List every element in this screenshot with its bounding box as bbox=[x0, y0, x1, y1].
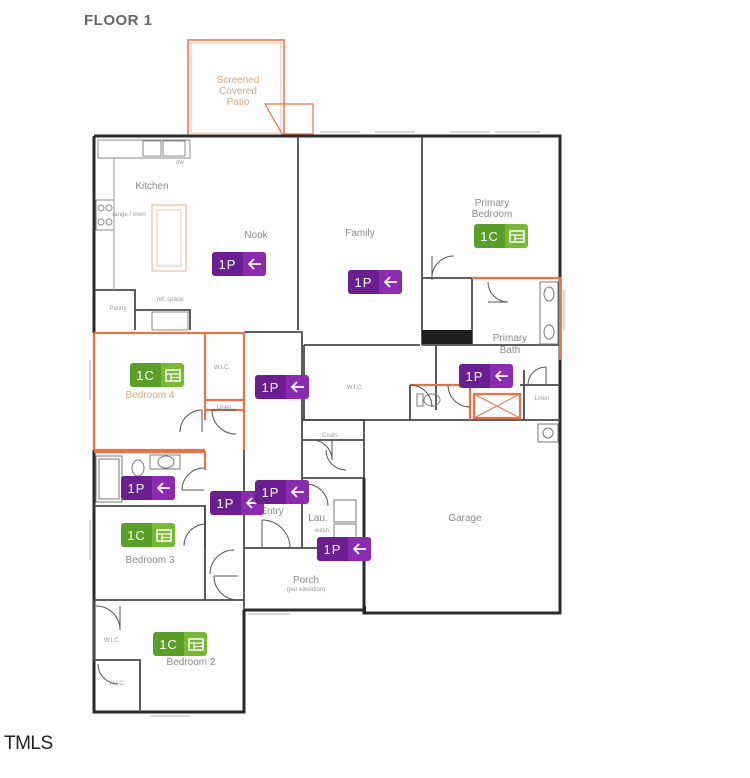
badge-label: 1P bbox=[348, 270, 379, 294]
cable-badge-bedroom-4[interactable]: 1C bbox=[130, 363, 184, 387]
label-wash: wash bbox=[314, 528, 329, 534]
room-labels: Screened Covered Patio Kitchen Nook Fami… bbox=[104, 75, 550, 687]
label-family: Family bbox=[345, 228, 374, 239]
label-laundry: Lau. bbox=[308, 513, 327, 524]
bath-fixtures bbox=[95, 281, 559, 547]
badge-label: 1C bbox=[153, 632, 184, 656]
badge-label: 1P bbox=[459, 364, 490, 388]
label-entry: Entry bbox=[260, 506, 283, 517]
panel-icon bbox=[184, 632, 207, 656]
label-garage: Garage bbox=[448, 513, 482, 524]
arrow-left-icon bbox=[286, 480, 309, 504]
windows bbox=[89, 131, 565, 717]
screened-patio bbox=[187, 39, 314, 137]
wall-blocks bbox=[364, 330, 472, 614]
label-linen: Linen bbox=[535, 396, 550, 402]
label-wic-bed4: W.I.C. bbox=[214, 365, 231, 371]
badge-label: 1P bbox=[317, 537, 348, 561]
power-badge-laundry[interactable]: 1P bbox=[317, 537, 371, 561]
badge-label: 1P bbox=[210, 491, 241, 515]
panel-icon bbox=[161, 363, 184, 387]
door-swings bbox=[95, 255, 547, 685]
label-primary-bath-1: Primary bbox=[493, 333, 527, 344]
arrow-left-icon bbox=[286, 375, 309, 399]
kitchen-fixtures bbox=[95, 139, 191, 331]
label-wic-bed3: W.I.C. bbox=[104, 638, 121, 644]
exterior-walls bbox=[92, 134, 562, 714]
badge-label: 1P bbox=[121, 476, 152, 500]
power-badge-entry[interactable]: 1P bbox=[255, 480, 309, 504]
label-kitchen: Kitchen bbox=[135, 181, 168, 192]
badge-label: 1C bbox=[130, 363, 161, 387]
label-covered: Covered bbox=[219, 86, 257, 97]
label-primary-bedroom-1: Primary bbox=[475, 198, 509, 209]
label-bedroom-4: Bedroom 4 bbox=[126, 390, 175, 401]
label-nook: Nook bbox=[244, 230, 268, 241]
power-badge-primary-bath[interactable]: 1P bbox=[459, 364, 513, 388]
label-wic-primary: W.I.C. bbox=[347, 385, 364, 391]
power-badge-nook[interactable]: 1P bbox=[212, 252, 266, 276]
label-bedroom-2: Bedroom 2 bbox=[167, 657, 216, 668]
cable-badge-bedroom-3[interactable]: 1C bbox=[121, 523, 175, 547]
label-coats: Coats bbox=[322, 433, 338, 439]
label-ref-space: ref. space bbox=[157, 297, 184, 303]
badge-label: 1P bbox=[212, 252, 243, 276]
arrow-left-icon bbox=[379, 270, 402, 294]
label-dw: dw bbox=[176, 160, 184, 166]
cable-badge-primary-bedroom[interactable]: 1C bbox=[474, 224, 528, 248]
accent-walls bbox=[92, 276, 562, 470]
badge-label: 1C bbox=[474, 224, 505, 248]
label-porch-note: (per elevation) bbox=[287, 587, 325, 593]
cable-badge-bedroom-2[interactable]: 1C bbox=[153, 632, 207, 656]
power-badge-hall[interactable]: 1P bbox=[255, 375, 309, 399]
label-range-oven: range / oven bbox=[112, 212, 145, 218]
label-screened: Screened bbox=[217, 75, 260, 86]
label-wic-bed2: W.I.C. bbox=[109, 681, 126, 687]
arrow-left-icon bbox=[348, 537, 371, 561]
arrow-left-icon bbox=[152, 476, 175, 500]
label-primary-bedroom-2: Bedroom bbox=[472, 209, 513, 220]
arrow-left-icon bbox=[243, 252, 266, 276]
badge-label: 1C bbox=[121, 523, 152, 547]
panel-icon bbox=[152, 523, 175, 547]
power-badge-family[interactable]: 1P bbox=[348, 270, 402, 294]
floor-title: FLOOR 1 bbox=[84, 12, 153, 29]
badge-label: 1P bbox=[255, 480, 286, 504]
brand-logo: TMLS bbox=[4, 733, 53, 754]
badge-label: 1P bbox=[255, 375, 286, 399]
power-badge-bath[interactable]: 1P bbox=[121, 476, 175, 500]
label-linen-hall: Linen bbox=[217, 405, 232, 411]
label-pantry: Pantry bbox=[109, 306, 126, 312]
label-primary-bath-2: Bath bbox=[500, 345, 521, 356]
arrow-left-icon bbox=[490, 364, 513, 388]
label-bedroom-3: Bedroom 3 bbox=[126, 555, 175, 566]
panel-icon bbox=[505, 224, 528, 248]
label-patio: Patio bbox=[227, 97, 250, 108]
label-porch: Porch bbox=[293, 575, 319, 586]
